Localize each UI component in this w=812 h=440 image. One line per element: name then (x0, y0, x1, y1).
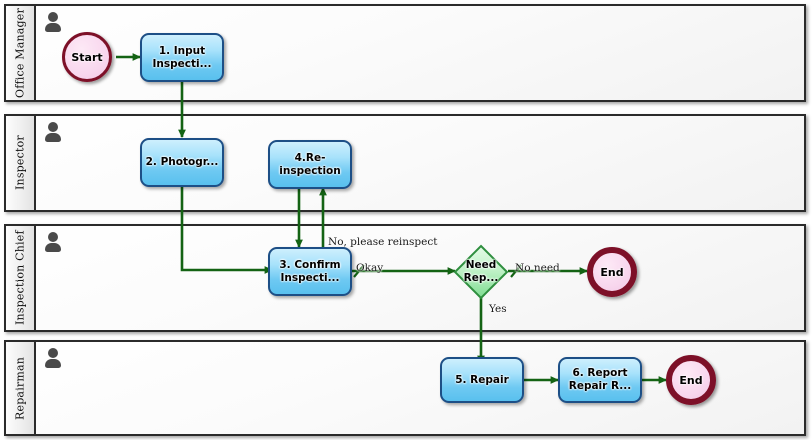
task-5-repair[interactable]: 5. Repair (440, 357, 524, 403)
task-2-photograph[interactable]: 2. Photogr... (140, 138, 224, 187)
end-event-label: End (600, 265, 624, 279)
lane-label-office-manager: Office Manager (13, 8, 27, 98)
task-label: 4.Re-inspection (279, 151, 341, 177)
start-event-label: Start (71, 50, 103, 64)
task-1-input-inspection[interactable]: 1. Input Inspecti... (140, 33, 224, 82)
lane-header-repairman: Repairman (6, 342, 36, 434)
task-6-report-repair-result[interactable]: 6. Report Repair R... (558, 357, 642, 403)
end-event-repair-done[interactable]: End (666, 355, 716, 405)
lane-header-inspection-chief: Inspection Chief (6, 226, 36, 330)
gateway-label: Need Rep... (463, 259, 499, 284)
lane-label-inspection-chief: Inspection Chief (13, 230, 27, 326)
person-icon (44, 348, 62, 368)
flow-label-okay: Okay (356, 262, 384, 274)
task-label: 1. Input Inspecti... (152, 44, 212, 70)
lane-label-repairman: Repairman (13, 356, 27, 420)
task-label: 2. Photogr... (145, 156, 219, 168)
end-event-label: End (679, 373, 703, 387)
person-icon (44, 122, 62, 142)
person-icon (44, 232, 62, 252)
gateway-diamond-icon (453, 244, 509, 300)
task-4-re-inspection[interactable]: 4.Re-inspection (268, 140, 352, 189)
task-label: 6. Report Repair R... (568, 367, 632, 392)
person-icon (44, 12, 62, 32)
lane-label-inspector: Inspector (13, 135, 27, 191)
start-event[interactable]: Start (62, 32, 112, 82)
flow-label-yes: Yes (489, 303, 507, 315)
end-event-no-repair[interactable]: End (587, 247, 637, 297)
lane-inspector[interactable]: Inspector (4, 114, 806, 212)
flow-label-no-please-reinspect: No, please reinspect (328, 236, 438, 248)
task-label: 3. Confirm Inspecti... (279, 258, 341, 284)
lane-inspection-chief[interactable]: Inspection Chief (4, 224, 806, 332)
lane-office-manager[interactable]: Office Manager (4, 4, 806, 102)
flow-label-no-need: No need (515, 262, 560, 274)
gateway-need-repair[interactable]: Need Rep... (453, 244, 509, 300)
lane-header-inspector: Inspector (6, 116, 36, 210)
task-3-confirm-inspection[interactable]: 3. Confirm Inspecti... (268, 247, 352, 296)
lane-header-office-manager: Office Manager (6, 6, 36, 100)
task-label: 5. Repair (455, 373, 509, 386)
